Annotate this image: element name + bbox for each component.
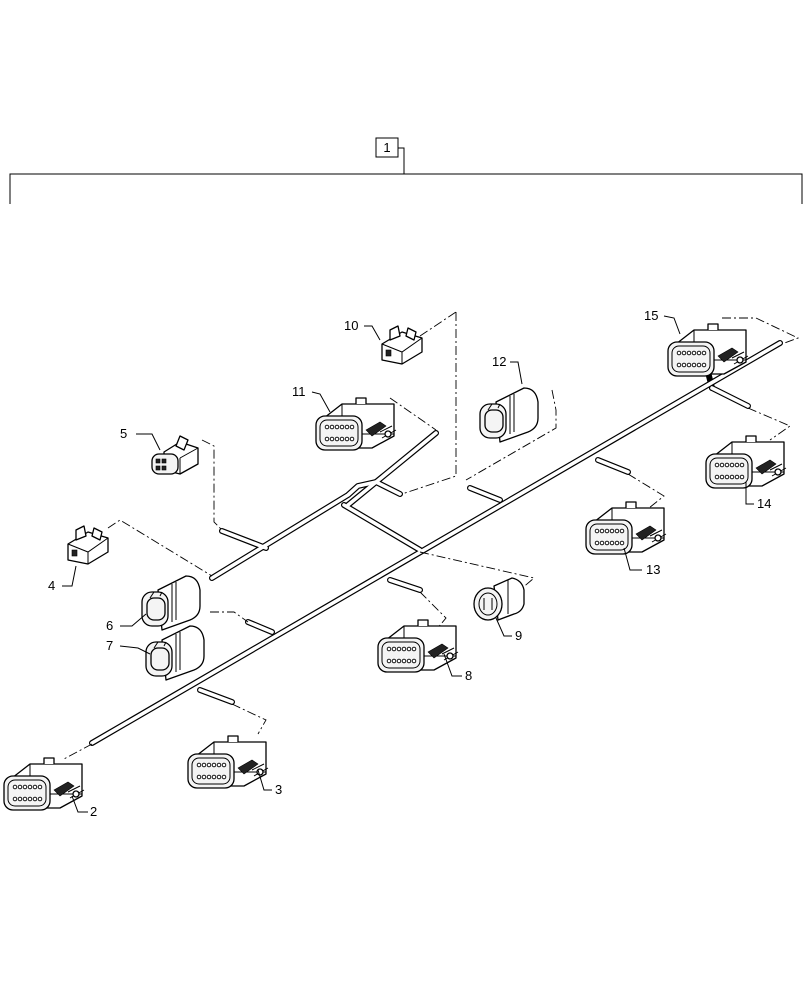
callout-5: 5	[120, 426, 161, 451]
callout-label-8: 8	[465, 668, 472, 683]
connector-item-7[interactable]	[145, 625, 205, 681]
callout-label-7: 7	[106, 638, 113, 653]
callout-9: 9	[495, 617, 522, 643]
callout-label-13: 13	[646, 562, 660, 577]
callout-label-5: 5	[120, 426, 127, 441]
assembly-item-number: 1	[383, 140, 390, 155]
connector-item-9[interactable]	[473, 577, 525, 621]
callout-12: 12	[492, 354, 523, 385]
connector-item-5[interactable]	[151, 435, 199, 475]
connector-item-8[interactable]	[377, 619, 459, 673]
connector-item-13[interactable]	[585, 501, 667, 555]
connector-item-2[interactable]	[3, 757, 85, 811]
callout-7: 7	[106, 638, 151, 655]
callout-label-6: 6	[106, 618, 113, 633]
callout-label-3: 3	[275, 782, 282, 797]
callout-15: 15	[644, 308, 681, 335]
connector-item-6[interactable]	[141, 575, 201, 631]
callout-4: 4	[48, 565, 77, 593]
callout-11: 11	[292, 384, 331, 413]
connector-item-11[interactable]	[315, 397, 397, 451]
connector-item-3[interactable]	[187, 735, 269, 789]
callout-label-11: 11	[292, 384, 306, 399]
callout-label-15: 15	[644, 308, 658, 323]
callout-label-2: 2	[90, 804, 97, 819]
callout-label-12: 12	[492, 354, 506, 369]
callout-label-9: 9	[515, 628, 522, 643]
connector-item-10[interactable]	[381, 325, 423, 365]
wire-harness	[89, 340, 783, 746]
callout-2: 2	[71, 795, 97, 819]
assembly-bracket: 1	[9, 137, 803, 204]
callout-label-14: 14	[757, 496, 771, 511]
callout-6: 6	[106, 613, 147, 633]
callout-13: 13	[623, 547, 660, 577]
callout-10: 10	[344, 318, 381, 341]
connector-item-14[interactable]	[705, 435, 787, 489]
callout-14: 14	[745, 482, 771, 511]
connector-item-4[interactable]	[67, 525, 109, 565]
callout-8: 8	[443, 653, 472, 683]
connector-item-12[interactable]	[479, 387, 539, 443]
callout-label-10: 10	[344, 318, 358, 333]
callout-label-4: 4	[48, 578, 55, 593]
callout-3: 3	[257, 769, 282, 797]
